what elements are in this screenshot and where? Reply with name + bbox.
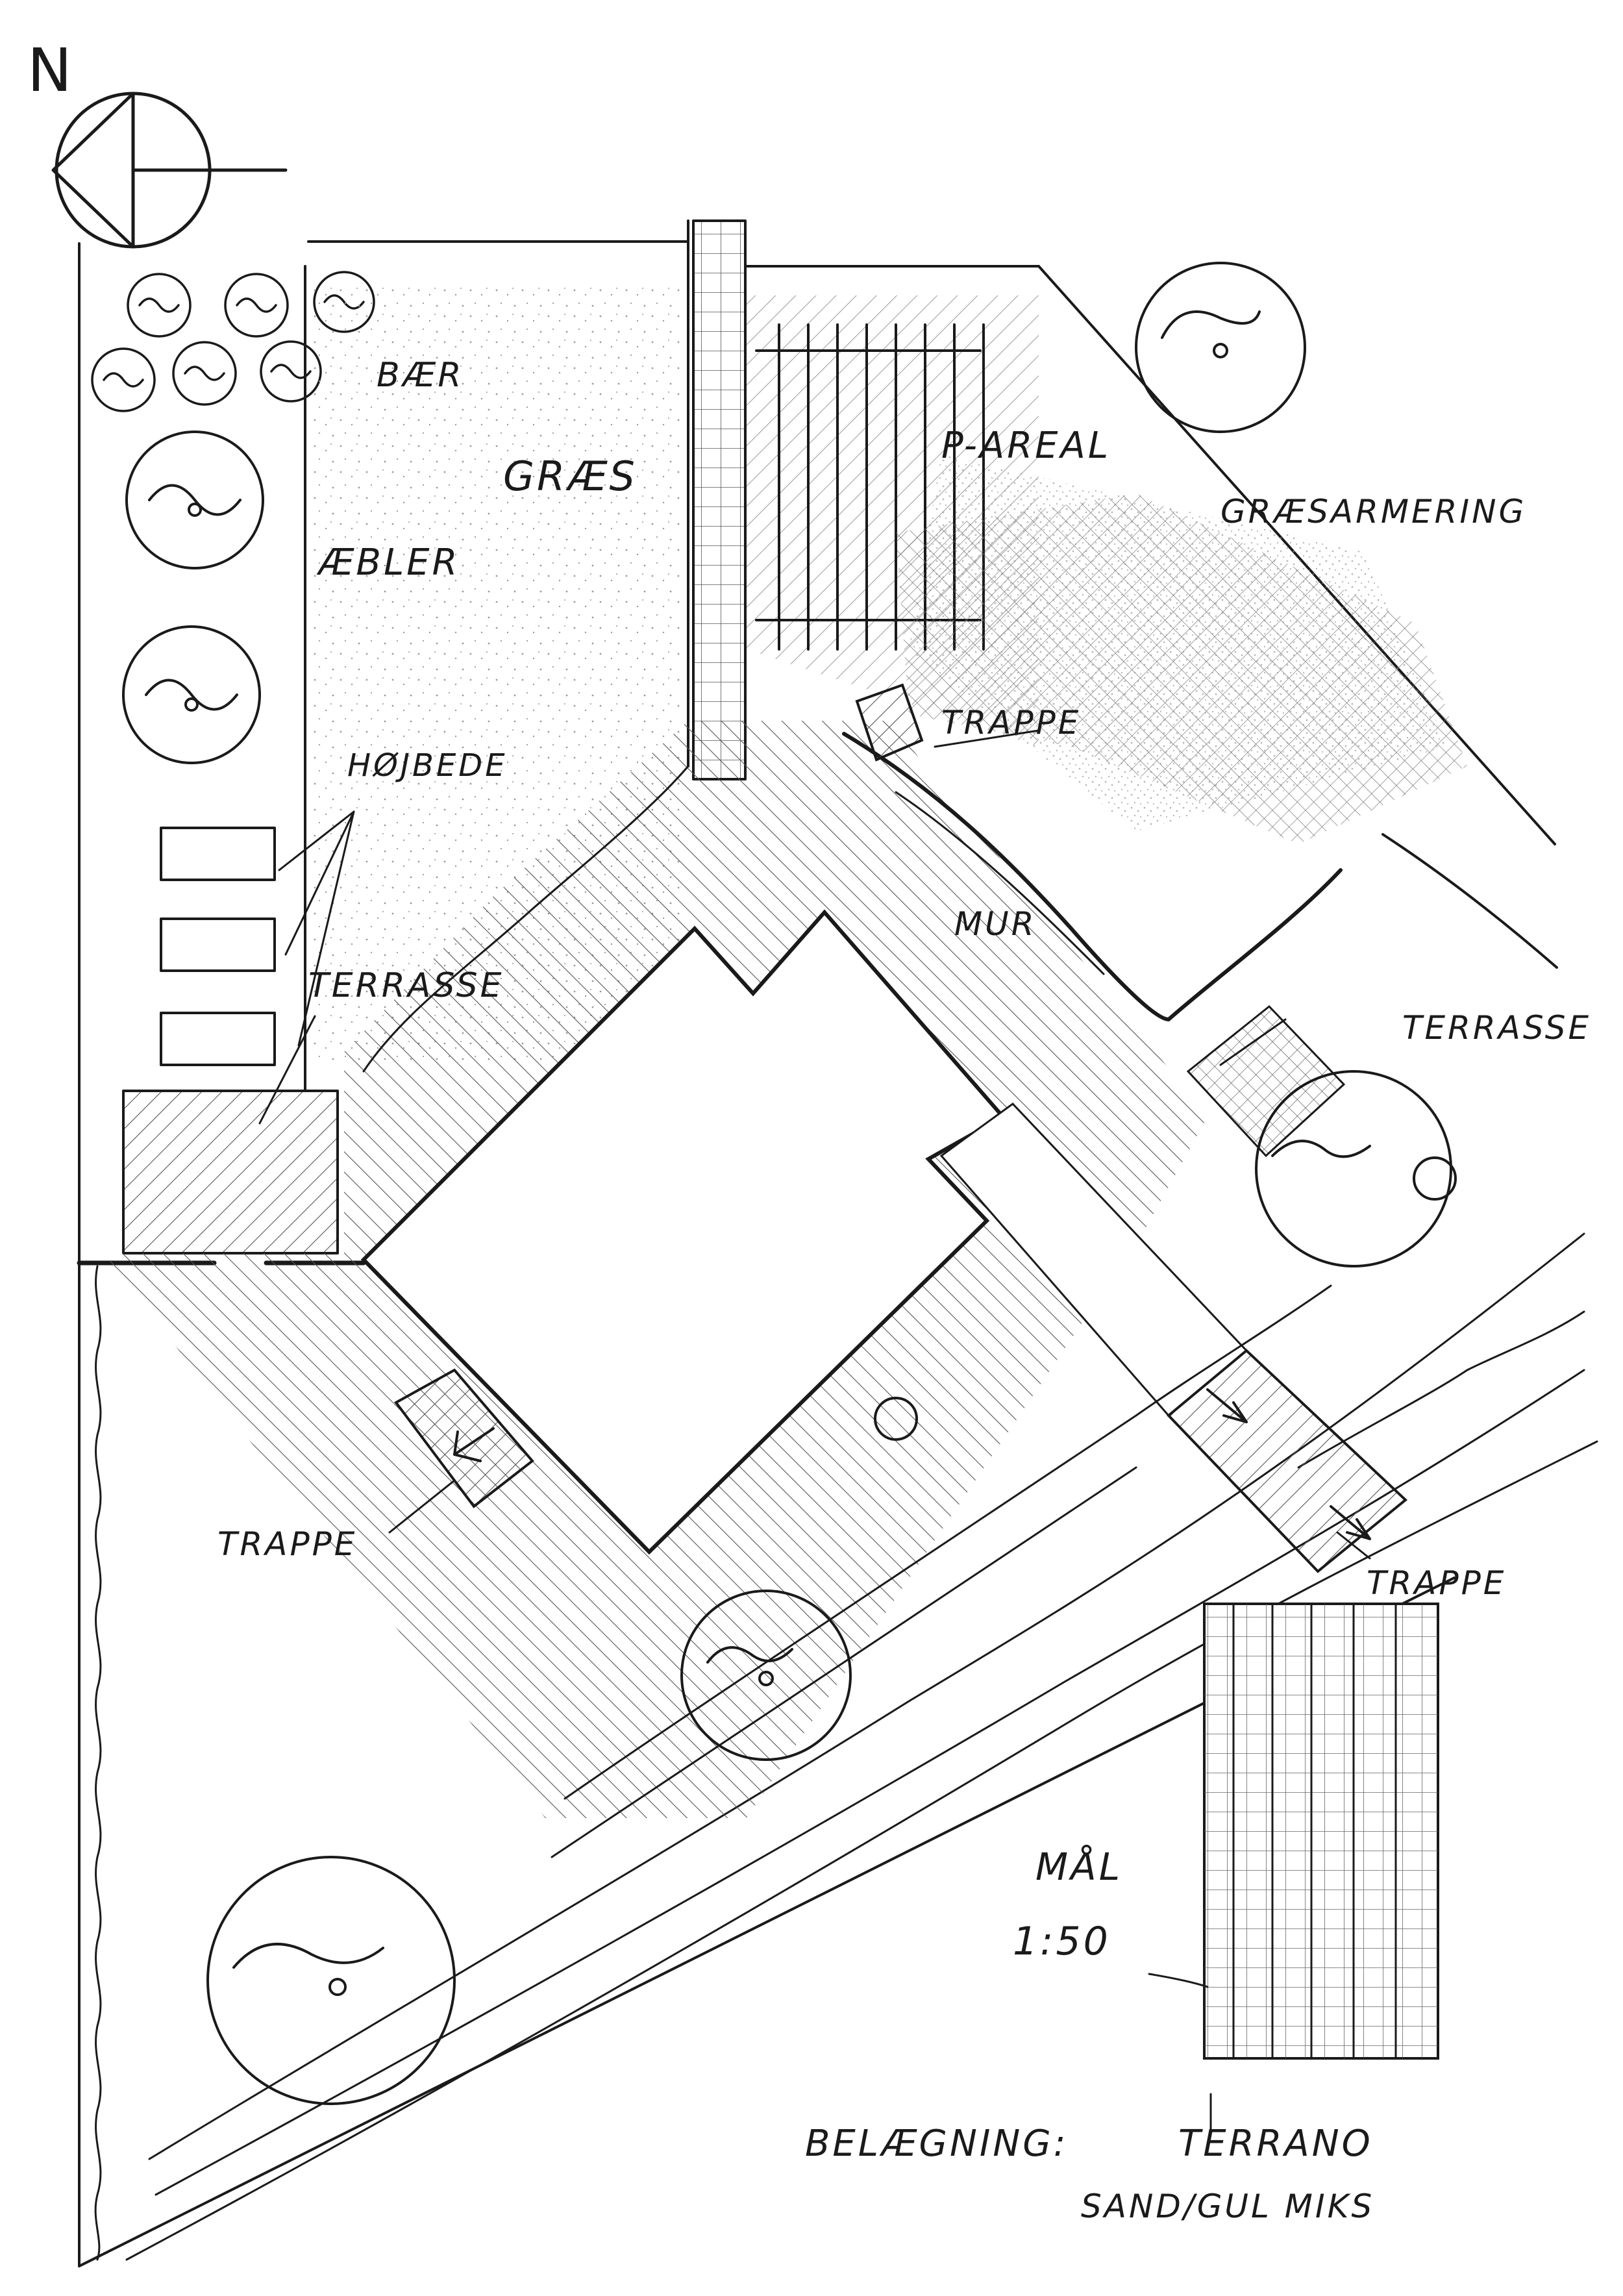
west-hedge bbox=[94, 1265, 102, 2261]
label-graes: GRÆS bbox=[503, 453, 638, 500]
north-path bbox=[692, 219, 747, 780]
label-terrasse-east: TERRASSE bbox=[1402, 1009, 1591, 1047]
raised-bed bbox=[160, 1012, 276, 1066]
paving-swatch bbox=[1203, 1603, 1439, 2060]
tree bbox=[1135, 262, 1306, 433]
house bbox=[360, 909, 1006, 1555]
west-terrace bbox=[77, 1090, 366, 1266]
bush bbox=[91, 347, 156, 412]
north-steps bbox=[855, 683, 924, 762]
north-letter: N bbox=[27, 36, 72, 105]
raised-bed bbox=[160, 917, 276, 972]
entry-path bbox=[939, 1103, 1408, 1573]
north-arrow: N bbox=[27, 36, 288, 249]
label-graesarmering: GRÆSARMERING bbox=[1220, 493, 1526, 530]
leader-lines bbox=[258, 729, 1371, 2131]
tree bbox=[206, 1856, 456, 2105]
paving-label: BELÆGNING: bbox=[805, 2123, 1069, 2165]
tree bbox=[680, 1590, 852, 1761]
label-mur: MUR bbox=[954, 905, 1036, 943]
grass-reinforcement bbox=[896, 455, 1467, 844]
scale-note: MÅL 1:50 bbox=[1013, 1844, 1122, 1964]
street-hedge bbox=[551, 1284, 1332, 1858]
label-hojbede: HØJBEDE bbox=[347, 747, 508, 784]
east-terrace bbox=[1186, 1004, 1346, 1158]
apple-trees bbox=[122, 430, 264, 764]
label-aebler: ÆBLER bbox=[316, 542, 460, 584]
west-steps bbox=[394, 1368, 534, 1508]
tree bbox=[1255, 1070, 1457, 1267]
labels: BÆR GRÆS ÆBLER HØJBEDE TERRASSE P-AREAL … bbox=[217, 356, 1591, 1602]
raised-beds bbox=[160, 827, 276, 1066]
scale-title: MÅL bbox=[1035, 1844, 1122, 1889]
bush bbox=[224, 273, 289, 338]
label-trappe-west: TRAPPE bbox=[217, 1525, 357, 1563]
bush bbox=[172, 341, 237, 406]
paving-color: SAND/GUL MIKS bbox=[1081, 2188, 1374, 2225]
paving-legend: BELÆGNING: TERRANO SAND/GUL MIKS bbox=[805, 2123, 1374, 2225]
scale-value: 1:50 bbox=[1013, 1919, 1111, 1964]
label-p-areal: P-AREAL bbox=[941, 425, 1111, 467]
trees bbox=[206, 262, 1457, 2105]
small-tree bbox=[874, 1397, 918, 1441]
apple-tree bbox=[122, 625, 261, 764]
bush bbox=[127, 273, 192, 338]
wall bbox=[842, 732, 1343, 1021]
label-baer: BÆR bbox=[377, 356, 464, 395]
label-trappe-north: TRAPPE bbox=[941, 704, 1081, 742]
label-terrasse-west: TERRASSE bbox=[308, 966, 504, 1005]
apple-tree bbox=[125, 430, 264, 569]
paving-name: TERRANO bbox=[1178, 2123, 1373, 2165]
raised-bed bbox=[160, 827, 276, 881]
label-trappe-south: TRAPPE bbox=[1367, 1564, 1506, 1602]
